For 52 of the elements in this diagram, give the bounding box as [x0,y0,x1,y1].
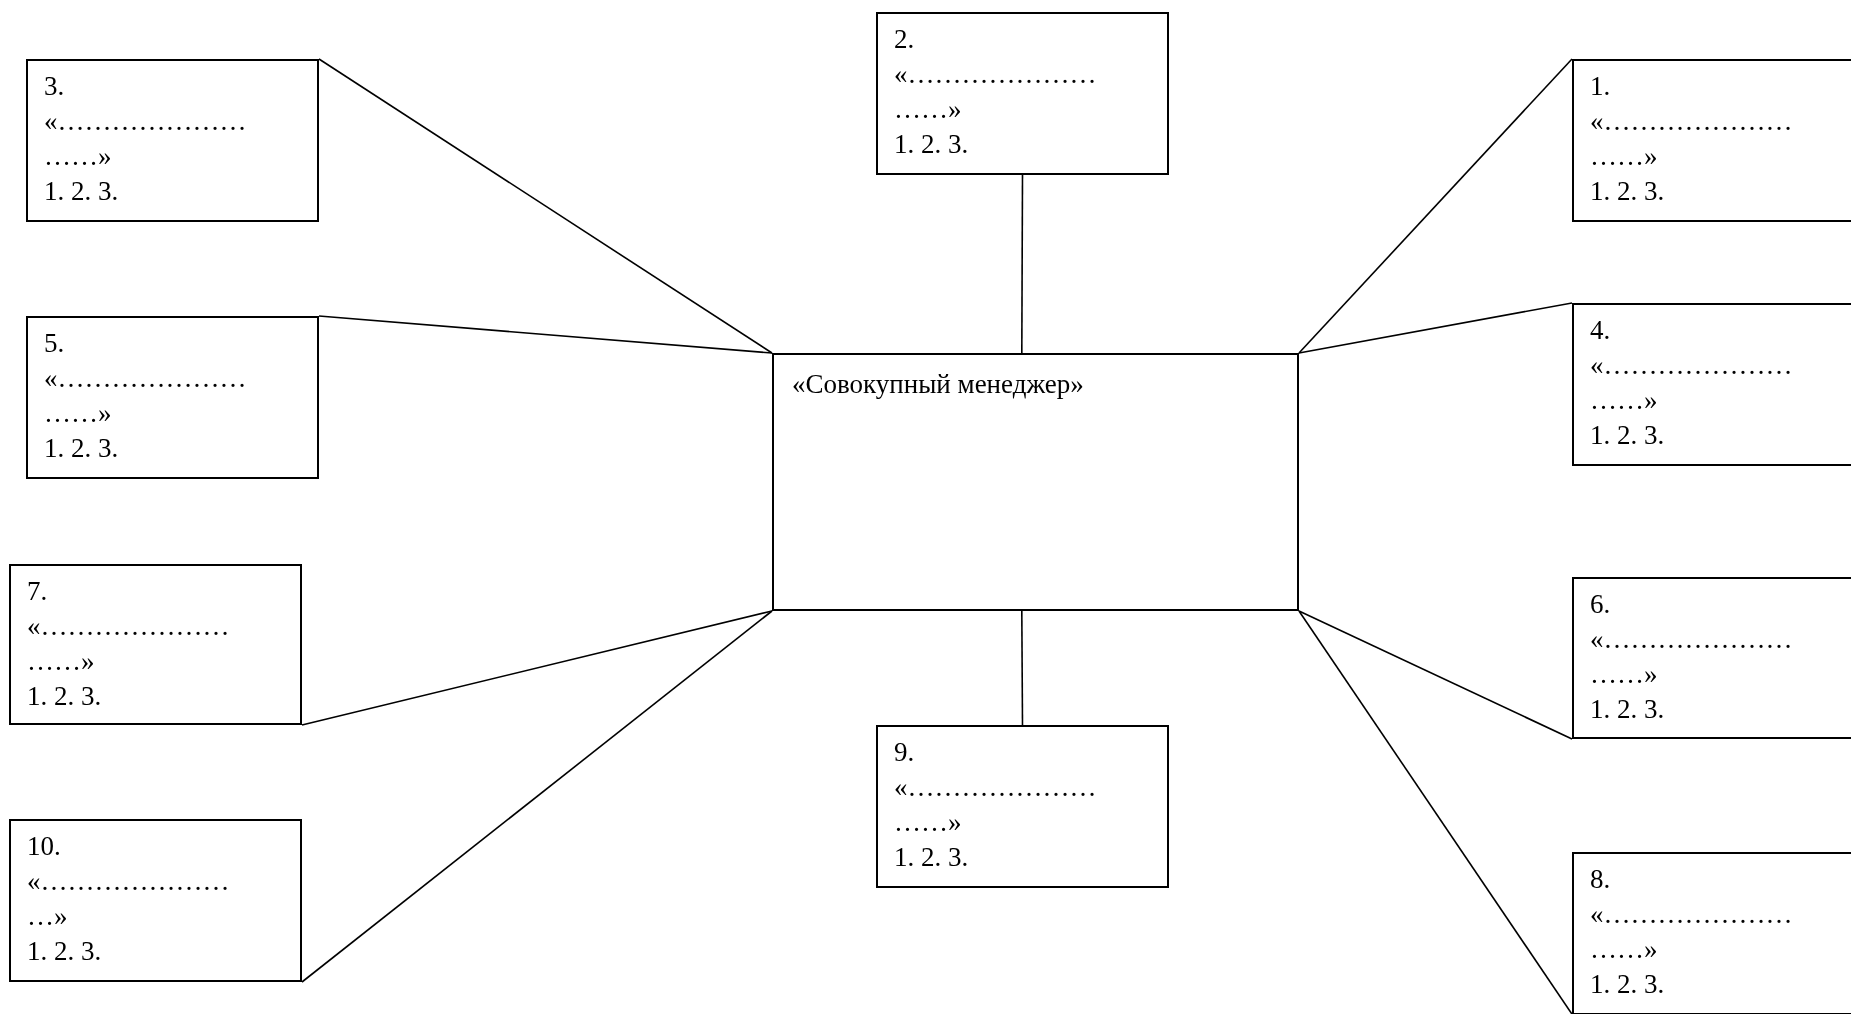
placeholder-text: «………………………» [1590,106,1793,171]
numbered-list: 1. 2. 3. [44,176,119,206]
numbered-list: 1. 2. 3. [27,936,102,966]
placeholder-text: «………………………» [894,59,1097,124]
text-box [9,564,302,725]
text-box [1572,852,1851,1014]
text-box [1572,59,1851,222]
item-number: 5. [44,328,65,358]
item-number: 6. [1590,589,1611,619]
numbered-list: 1. 2. 3. [894,842,969,872]
connector-line [1298,610,1573,1014]
placeholder-text: «………………………» [1590,899,1793,964]
connector-line [1021,610,1024,726]
placeholder-text: «………………………» [894,772,1097,837]
connector-line [318,315,773,354]
numbered-list: 1. 2. 3. [27,681,102,711]
central-box [772,353,1299,611]
text-box [1572,577,1851,739]
numbered-list: 1. 2. 3. [1590,420,1665,450]
placeholder-text: «………………………» [44,106,247,171]
placeholder-text: «………………………» [1590,350,1793,415]
node-label: «Совокупный менеджер» [792,369,1084,399]
text-box [876,12,1169,175]
connector-line [1021,174,1024,354]
connector-line [301,610,773,983]
item-number: 10. [27,831,61,861]
item-number: 1. [1590,71,1611,101]
text-box [26,59,319,222]
connector-line [1298,58,1573,354]
connector-line [1298,610,1573,740]
placeholder-text: «………………………» [27,611,230,676]
item-number: 2. [894,24,915,54]
item-number: 3. [44,71,65,101]
connector-line [318,58,773,354]
item-number: 8. [1590,864,1611,894]
placeholder-text: «………………………» [44,363,247,428]
item-number: 9. [894,737,915,767]
item-number: 4. [1590,315,1611,345]
numbered-list: 1. 2. 3. [44,433,119,463]
connector-line [301,610,773,726]
connector-line [1298,302,1573,354]
text-box [1572,303,1851,466]
text-box [9,819,302,982]
numbered-list: 1. 2. 3. [1590,969,1665,999]
numbered-list: 1. 2. 3. [1590,694,1665,724]
text-box [876,725,1169,888]
placeholder-text: «……………………» [27,866,230,931]
placeholder-text: «………………………» [1590,624,1793,689]
text-box [26,316,319,479]
numbered-list: 1. 2. 3. [1590,176,1665,206]
numbered-list: 1. 2. 3. [894,129,969,159]
item-number: 7. [27,576,48,606]
